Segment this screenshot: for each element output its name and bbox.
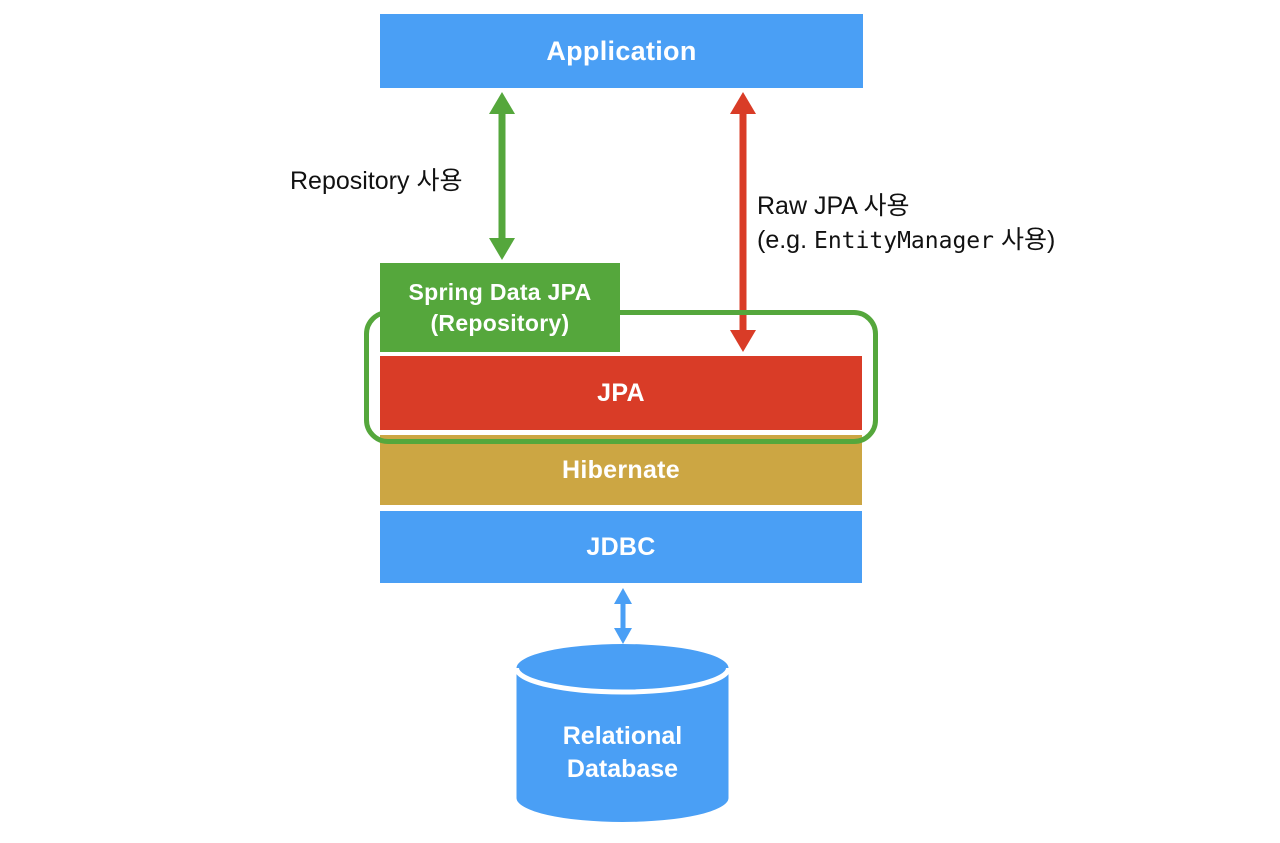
jpa-group-outline <box>364 310 878 444</box>
application-box: Application <box>380 14 863 88</box>
spring-data-jpa-box: Spring Data JPA (Repository) <box>380 263 620 352</box>
spring-data-jpa-label-line1: Spring Data JPA <box>408 278 592 305</box>
jdbc-box: JDBC <box>380 511 862 583</box>
application-label: Application <box>546 35 697 66</box>
database-label-line2: Database <box>566 755 679 783</box>
repository-usage-label: Repository 사용 <box>290 167 463 195</box>
jdbc-label: JDBC <box>586 532 656 561</box>
spring-data-jpa-label-line2: (Repository) <box>430 309 570 336</box>
database-cylinder-icon <box>514 644 731 822</box>
jpa-box: JPA <box>380 356 862 430</box>
jdbc-db-double-arrow-icon <box>614 588 632 644</box>
raw-jpa-double-arrow-icon <box>730 92 756 352</box>
repository-double-arrow-icon <box>489 92 515 260</box>
database-label-line1: Relational <box>562 722 683 750</box>
raw-jpa-usage-line2: (e.g. EntityManager 사용) <box>757 226 1056 254</box>
raw-jpa-usage-line1: Raw JPA 사용 <box>757 192 910 220</box>
database-label: Relational Database <box>514 720 731 786</box>
hibernate-label: Hibernate <box>561 455 680 484</box>
hibernate-box: Hibernate <box>380 435 862 505</box>
jpa-label: JPA <box>597 378 645 407</box>
entitymanager-code-text: EntityManager <box>813 228 994 254</box>
raw-jpa-usage-label: Raw JPA 사용 (e.g. EntityManager 사용) <box>757 189 1055 258</box>
